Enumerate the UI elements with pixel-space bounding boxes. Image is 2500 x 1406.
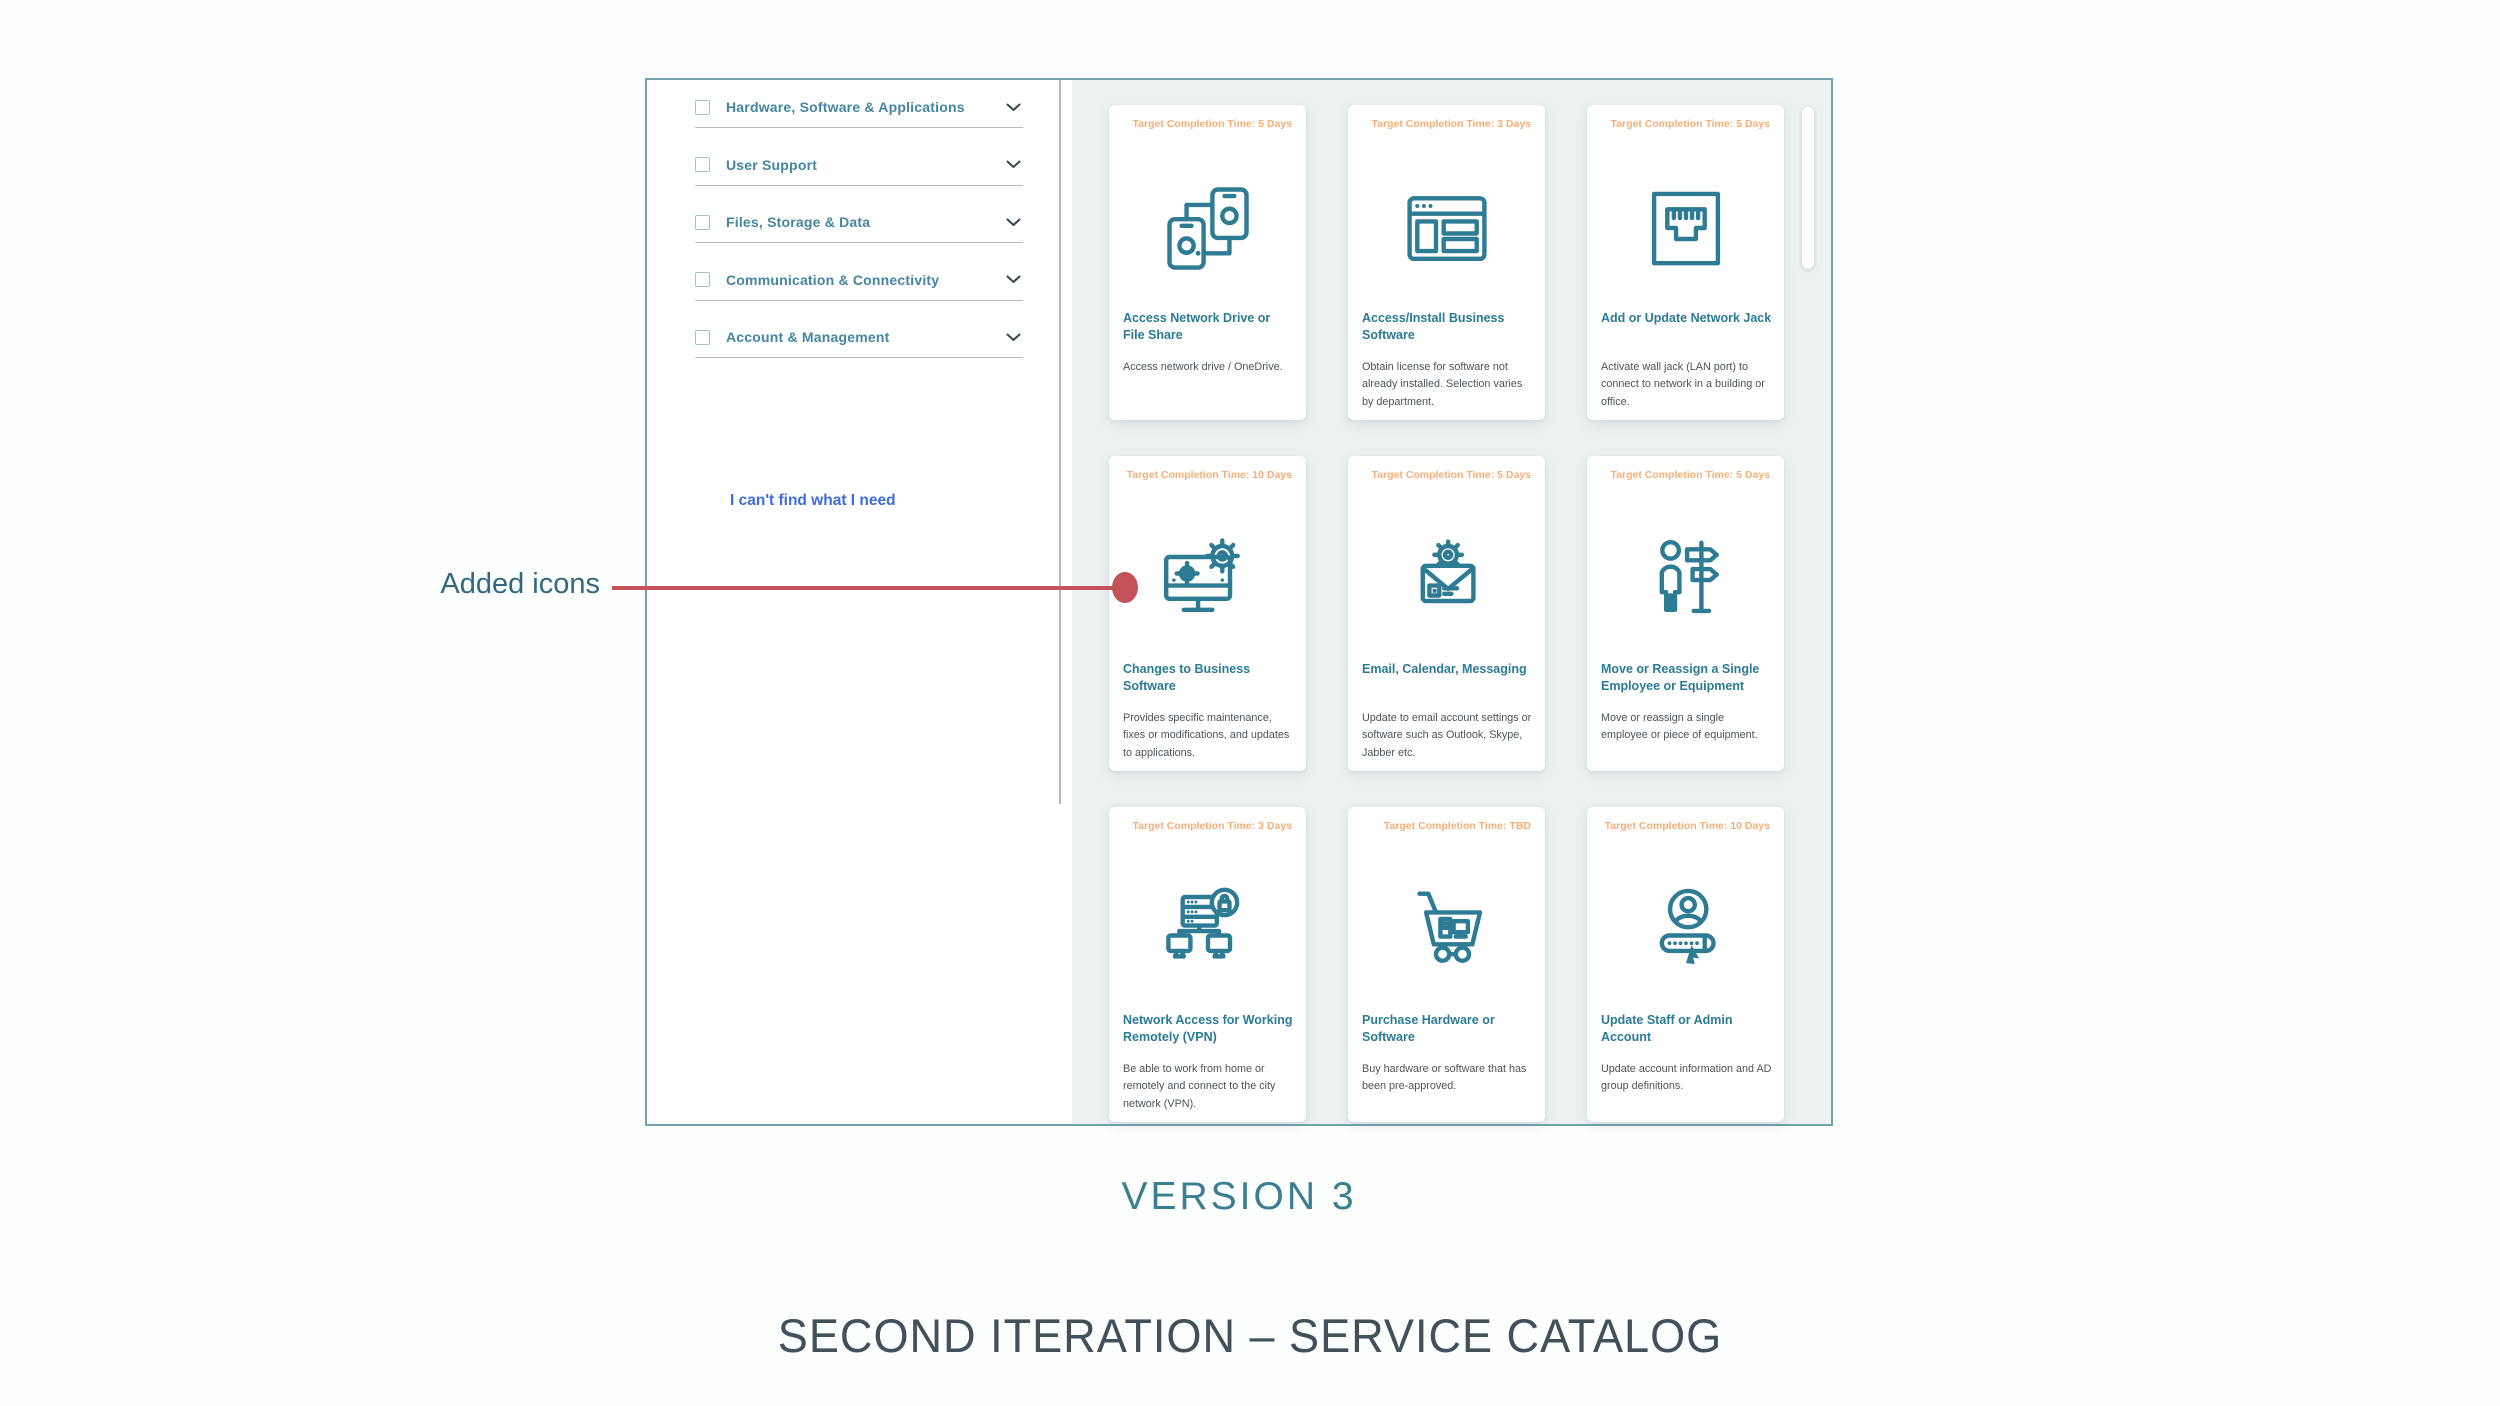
person-signpost-icon [1587,524,1784,634]
card-description: Provides specific maintenance, fixes or … [1123,712,1290,759]
category-checkbox[interactable] [695,157,710,172]
account-password-icon [1587,875,1784,985]
card-title: Changes to Business Software [1123,662,1251,693]
target-completion-time: Target Completion Time: 10 Days [1604,820,1770,832]
monitor-gears-icon [1109,524,1306,634]
sidebar-item-user-support[interactable]: User Support [695,145,1023,186]
target-completion-time: Target Completion Time: TBD [1383,820,1531,832]
target-completion-time: Target Completion Time: 5 Days [1132,118,1292,130]
category-checkbox[interactable] [695,329,710,345]
card-title: Purchase Hardware or Software [1362,1013,1495,1044]
scrollbar-thumb[interactable] [1802,107,1814,269]
service-card[interactable]: Target Completion Time: 5 Days Move or R… [1587,456,1784,771]
card-title: Access Network Drive or File Share [1123,311,1271,342]
card-title: Update Staff or Admin Account [1601,1013,1733,1044]
iteration-caption: SECOND ITERATION – SERVICE CATALOG [777,1309,1723,1362]
shopping-cart-icon [1348,875,1545,985]
sidebar-item-files-storage-data[interactable]: Files, Storage & Data [695,202,1023,243]
card-description: Move or reassign a single employee or pi… [1601,712,1758,742]
software-window-icon [1348,173,1545,283]
category-sidebar: Hardware, Software & Applications User S… [647,80,1072,1124]
service-card[interactable]: Target Completion Time: TBD Purchase Har… [1348,807,1545,1122]
target-completion-time: Target Completion Time: 5 Days [1610,118,1770,130]
card-title: Move or Reassign a Single Employee or Eq… [1601,662,1760,693]
chevron-down-icon[interactable] [1006,333,1021,342]
service-card[interactable]: Target Completion Time: 5 Days Access Ne… [1109,105,1306,420]
category-checkbox[interactable] [695,214,710,230]
target-completion-time: Target Completion Time: 3 Days [1132,820,1292,832]
service-card[interactable]: Target Completion Time: 10 Days Changes … [1109,456,1306,771]
card-title: Access/Install Business Software [1362,311,1505,342]
service-card[interactable]: Target Completion Time: 3 Days Network A… [1109,807,1306,1122]
card-description: Buy hardware or software that has been p… [1362,1063,1527,1093]
vpn-servers-icon [1109,875,1306,985]
target-completion-time: Target Completion Time: 5 Days [1371,469,1531,481]
target-completion-time: Target Completion Time: 3 Days [1371,118,1531,130]
service-card[interactable]: Target Completion Time: 3 Days Access/In… [1348,105,1545,420]
card-title: Add or Update Network Jack [1601,311,1772,325]
category-label: User Support [726,156,818,173]
network-jack-icon [1587,173,1784,283]
sidebar-item-communication-connectivity[interactable]: Communication & Connectivity [695,260,1023,301]
email-gear-icon [1348,524,1545,634]
chevron-down-icon[interactable] [1006,160,1021,169]
card-title: Network Access for Working Remotely (VPN… [1123,1013,1293,1044]
sidebar-item-hardware-software-applications[interactable]: Hardware, Software & Applications [695,87,1023,128]
category-label: Files, Storage & Data [726,214,871,230]
category-label: Hardware, Software & Applications [726,99,965,115]
card-description: Access network drive / OneDrive. [1123,361,1283,373]
category-checkbox[interactable] [695,272,710,287]
sidebar-divider [1059,80,1061,804]
annotation-label: Added icons [440,568,600,600]
chevron-down-icon[interactable] [1006,218,1021,227]
card-description: Activate wall jack (LAN port) to connect… [1601,361,1765,408]
category-checkbox[interactable] [695,99,710,115]
card-title: Email, Calendar, Messaging [1362,662,1527,676]
file-share-phones-icon [1109,173,1306,283]
chevron-down-icon[interactable] [1006,275,1021,284]
target-completion-time: Target Completion Time: 10 Days [1126,469,1292,481]
annotation-leader-line [612,586,1122,590]
cant-find-link[interactable]: I can't find what I need [730,492,896,509]
sidebar-item-account-management[interactable]: Account & Management [695,317,1023,358]
service-card[interactable]: Target Completion Time: 5 Days Email, Ca… [1348,456,1545,771]
card-description: Obtain license for software not already … [1362,361,1523,408]
service-card[interactable]: Target Completion Time: 10 Days Update S… [1587,807,1784,1122]
annotation-dot [1112,572,1138,603]
service-card[interactable]: Target Completion Time: 5 Days Add or Up… [1587,105,1784,420]
version-caption: VERSION 3 [1121,1175,1357,1218]
target-completion-time: Target Completion Time: 5 Days [1610,469,1770,481]
card-description: Update to email account settings or soft… [1362,712,1532,759]
card-description: Update account information and AD group … [1601,1063,1772,1093]
category-label: Account & Management [726,329,890,345]
chevron-down-icon[interactable] [1006,103,1021,112]
card-description: Be able to work from home or remotely an… [1123,1063,1276,1110]
category-label: Communication & Connectivity [726,271,940,288]
